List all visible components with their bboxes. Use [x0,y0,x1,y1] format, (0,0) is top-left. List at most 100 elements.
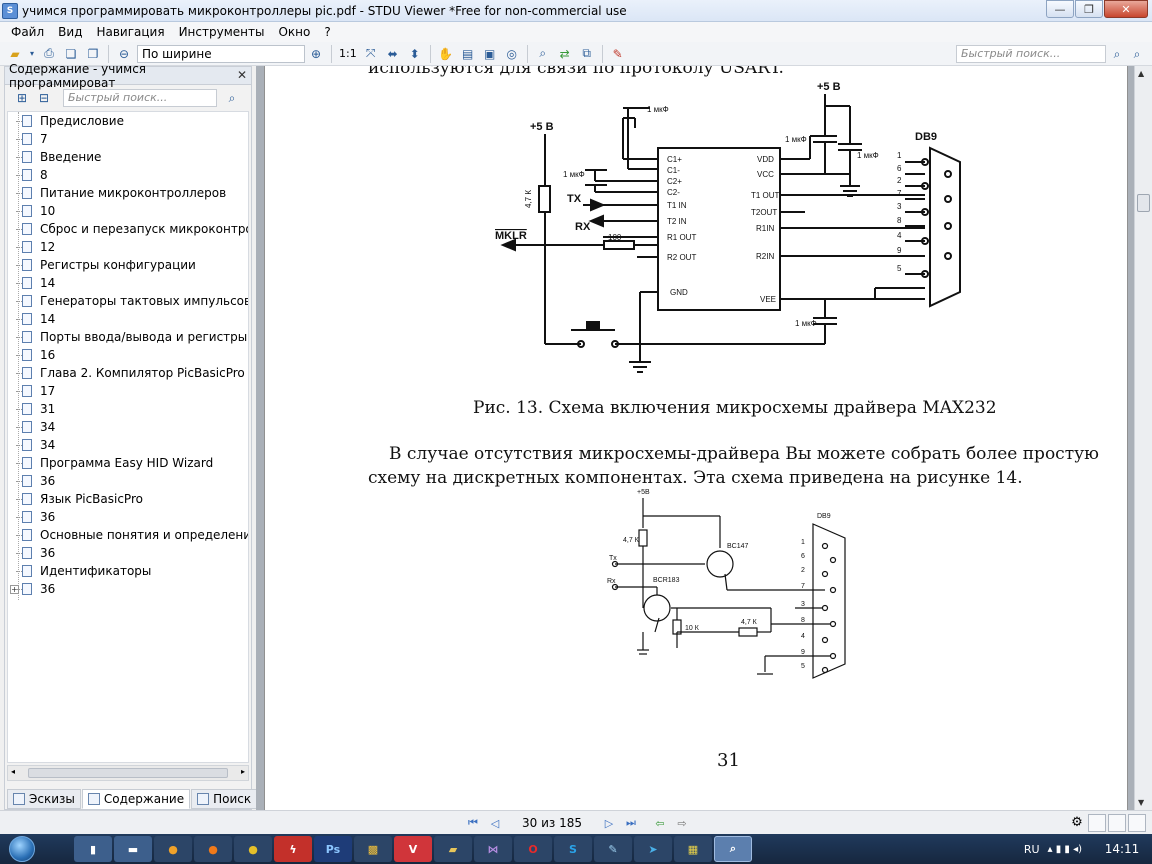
zoom-out-icon[interactable]: ⊖ [118,46,130,61]
bookmark-icon[interactable]: ✎ [612,46,623,61]
quick-search-input[interactable]: Быстрый поиск... [956,45,1106,63]
continuous-view-icon[interactable] [1108,814,1126,832]
tree-item[interactable]: 17 [8,382,248,400]
tree-item[interactable]: Сброс и перезапуск микроконтролл [8,220,248,238]
taskbar-app-avast[interactable]: ● [154,836,192,862]
tree-item[interactable]: 14 [8,274,248,292]
tray-icons[interactable]: ▴ ▮ ▮ ◂) [1047,843,1082,855]
single-page-view-icon[interactable] [1088,814,1106,832]
tree-item[interactable]: Регистры конфигурации [8,256,248,274]
tree-horizontal-scrollbar[interactable]: ◂ ▸ [7,765,249,781]
menu-file[interactable]: Файл [11,25,45,39]
menu-tools[interactable]: Инструменты [178,25,265,39]
find-next-icon[interactable]: ⇄ [559,46,570,61]
expand-all-icon[interactable]: ⊞ [16,91,28,105]
taskbar-app-chrome[interactable]: ● [234,836,272,862]
panel-close-icon[interactable]: ✕ [236,68,247,82]
magnifier-icon[interactable]: ◎ [506,46,517,61]
taskbar-app-firefox[interactable]: ● [194,836,232,862]
taskbar-app-folder[interactable]: ▰ [434,836,472,862]
zoom-in-icon[interactable]: ⊕ [310,46,322,61]
find-icon[interactable]: ⌕ [539,46,547,60]
taskbar-app-skype[interactable]: S [554,836,592,862]
scroll-right-icon[interactable]: ▸ [240,767,245,776]
minimize-button[interactable]: — [1046,0,1074,18]
previous-page-icon[interactable]: ◁ [490,816,500,830]
taskbar-app-photoshop[interactable]: Ps [314,836,352,862]
tree-item[interactable]: +36 [8,580,248,598]
tree-item[interactable]: Введение [8,148,248,166]
tree-item[interactable]: 36 [8,472,248,490]
document-vertical-scrollbar[interactable]: ▲ ▼ [1134,66,1152,810]
taskbar-app-image[interactable]: ▩ [354,836,392,862]
last-page-icon[interactable]: ⏭ [626,816,636,829]
tree-item[interactable]: Порты ввода/вывода и регистры упр [8,328,248,346]
search-next-icon[interactable]: ⌕ [1133,46,1141,61]
language-indicator[interactable]: RU [1023,842,1040,856]
tree-item[interactable]: 8 [8,166,248,184]
select-image-icon[interactable]: ▣ [484,46,496,61]
taskbar-app-files[interactable]: ▬ [114,836,152,862]
print-icon[interactable]: ⎙ [44,46,54,60]
document-scroll-thumb[interactable] [1137,194,1150,212]
menu-navigation[interactable]: Навигация [96,25,165,39]
tree-item[interactable]: Идентификаторы [8,562,248,580]
two-page-view-icon[interactable] [1128,814,1146,832]
scroll-up-icon[interactable]: ▲ [1138,69,1145,78]
back-icon[interactable]: ⇦ [655,816,665,830]
tree-item[interactable]: Основные понятия и определения [8,526,248,544]
start-button[interactable] [0,834,44,864]
fit-page-icon[interactable]: ⤧ [365,46,376,60]
fit-width-icon[interactable]: ⬌ [387,46,398,61]
collapse-all-icon[interactable]: ⊟ [38,91,50,105]
menu-window[interactable]: Окно [278,25,311,39]
actual-size-button[interactable]: 1:1 [339,47,357,60]
tree-item[interactable]: 10 [8,202,248,220]
pages-icon[interactable]: ❐ [87,46,99,61]
clock[interactable]: 14:11 [1104,842,1140,856]
tree-item[interactable]: Программа Easy HID Wizard [8,454,248,472]
hand-tool-icon[interactable]: ✋ [438,46,454,61]
scroll-down-icon[interactable]: ▼ [1138,798,1145,807]
menu-help[interactable]: ? [324,25,331,39]
copy-page-icon[interactable]: ❏ [65,46,77,61]
tree-horizontal-thumb[interactable] [28,768,228,778]
tab-search[interactable]: Поиск [191,789,258,809]
tree-item[interactable]: 7 [8,130,248,148]
restore-button[interactable]: ❐ [1075,0,1103,18]
taskbar-app-opera[interactable]: O [514,836,552,862]
fit-visible-icon[interactable]: ⬍ [409,46,420,61]
document-viewport[interactable]: используются для связи по протоколу USAR… [256,66,1134,810]
tree-item[interactable]: 34 [8,436,248,454]
tree-item[interactable]: 12 [8,238,248,256]
page-counter[interactable]: 30 из 185 [522,816,582,830]
tree-item[interactable]: Генераторы тактовых импульсов [8,292,248,310]
taskbar-app-vs[interactable]: ⋈ [474,836,512,862]
forward-icon[interactable]: ⇨ [677,816,687,830]
taskbar-app-explorer[interactable]: ▮ [74,836,112,862]
taskbar-app-stdu-viewer[interactable]: ⌕ [714,836,752,862]
dropdown-arrow-icon[interactable]: ▾ [29,49,34,58]
tab-contents[interactable]: Содержание [81,789,191,809]
tree-item[interactable]: Глава 2. Компилятор PicBasicPro [8,364,248,382]
taskbar-app-telegram[interactable]: ➤ [634,836,672,862]
tree-item[interactable]: Предисловие [8,112,248,130]
menu-view[interactable]: Вид [58,25,83,39]
search-prev-icon[interactable]: ⌕ [1113,46,1121,61]
tree-item[interactable]: 36 [8,508,248,526]
scroll-left-icon[interactable]: ◂ [11,767,16,776]
taskbar-app-vivaldi[interactable]: V [394,836,432,862]
zoom-select[interactable]: По ширине [137,44,305,63]
tree-item[interactable]: 34 [8,418,248,436]
tree-item[interactable]: 36 [8,544,248,562]
taskbar-app-game[interactable]: ▦ [674,836,712,862]
panel-search-input[interactable]: Быстрый поиск... [63,89,217,107]
next-page-icon[interactable]: ▷ [604,816,614,830]
copy-icon[interactable]: ⧉ [582,46,591,60]
close-button[interactable]: ✕ [1104,0,1148,18]
tree-item[interactable]: 31 [8,400,248,418]
settings-icon[interactable]: ⚙ [1071,815,1083,830]
tab-thumbnails[interactable]: Эскизы [7,789,81,809]
select-text-icon[interactable]: ▤ [462,46,474,61]
taskbar-app-brush[interactable]: ✎ [594,836,632,862]
